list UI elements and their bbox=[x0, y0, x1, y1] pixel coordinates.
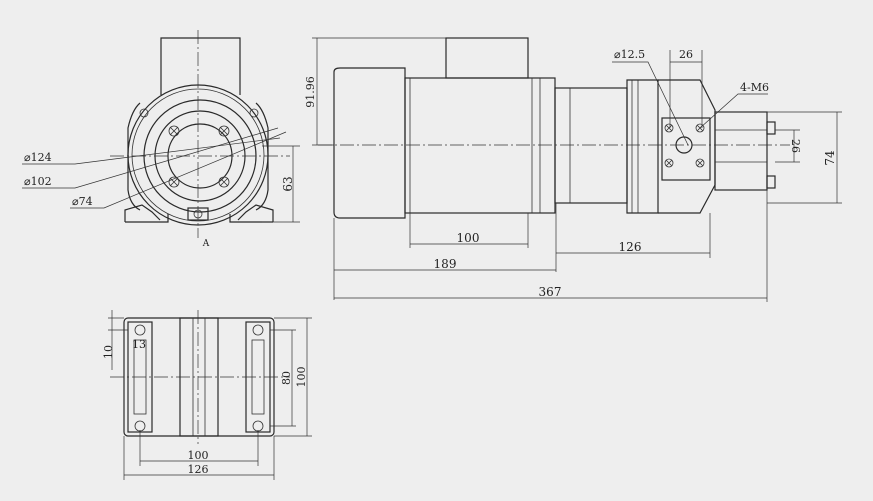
holes-4-m6-label: 4-M6 bbox=[740, 81, 769, 94]
terminal-box-outline bbox=[160, 37, 241, 95]
side-view: 91.96 100 126 189 367 ⌀12.5 26 4-M6 26 7… bbox=[304, 37, 842, 302]
left-fin-band bbox=[127, 102, 141, 211]
dim-100-lines bbox=[409, 213, 529, 248]
pump-port-block bbox=[661, 117, 711, 181]
outlet-nub-top bbox=[766, 121, 776, 135]
dim-189-lines bbox=[333, 218, 557, 300]
dim-26-vertical-lines bbox=[775, 129, 800, 163]
leader-124 bbox=[22, 137, 281, 165]
right-lifting-eye bbox=[249, 108, 259, 118]
front-view: ⌀124 ⌀102 ⌀74 63 A bbox=[22, 30, 300, 249]
outlet-block bbox=[714, 111, 768, 191]
dim-100-vertical-lines bbox=[274, 317, 312, 437]
section-mark-a: A bbox=[202, 239, 210, 249]
dim-126-label: 126 bbox=[619, 240, 642, 254]
dia-102-label: ⌀102 bbox=[24, 175, 52, 188]
fan-cover bbox=[333, 67, 406, 219]
dim-100-horizontal-label: 100 bbox=[188, 449, 209, 462]
dim-126-base-label: 126 bbox=[188, 463, 209, 476]
dim-91-96-lines bbox=[312, 37, 446, 146]
dia-12-5-label: ⌀12.5 bbox=[614, 48, 645, 61]
dim-26-top-label: 26 bbox=[679, 48, 693, 61]
pump-port-holes bbox=[664, 123, 705, 168]
dim-63-label: 63 bbox=[281, 176, 295, 191]
motor-body bbox=[404, 77, 556, 214]
leader-4-m6 bbox=[699, 93, 768, 129]
dim-80-label: 80 bbox=[280, 371, 293, 385]
outlet-nub-bottom bbox=[766, 175, 776, 189]
leader-12-5 bbox=[612, 61, 689, 146]
front-bolt-holes bbox=[168, 125, 230, 188]
right-fin-band bbox=[255, 102, 269, 211]
leader-74 bbox=[70, 131, 287, 209]
right-foot bbox=[229, 204, 274, 223]
dim-10-label: 10 bbox=[102, 345, 115, 359]
dim-63-lines bbox=[262, 145, 300, 223]
dim-367-lines bbox=[334, 190, 768, 302]
dim-10-lines bbox=[108, 310, 128, 370]
outer-housing-inner bbox=[131, 88, 265, 222]
dim-126-lines bbox=[555, 203, 711, 258]
dim-91-96-label: 91.96 bbox=[304, 76, 317, 108]
base-view: 10 13 80 100 100 126 bbox=[102, 310, 312, 480]
left-lifting-eye bbox=[139, 108, 149, 118]
left-foot bbox=[124, 204, 169, 223]
dim-26-vertical-label: 26 bbox=[789, 139, 802, 153]
dim-126-base-lines bbox=[123, 436, 275, 480]
dia-74-label: ⌀74 bbox=[72, 195, 93, 208]
dim-100-horizontal-lines bbox=[139, 430, 259, 466]
dia-124-label: ⌀124 bbox=[24, 151, 52, 164]
dim-74-lines bbox=[715, 111, 842, 204]
side-terminal-box bbox=[445, 37, 529, 79]
dim-100-vertical-label: 100 bbox=[295, 367, 308, 388]
dim-13-label: 13 bbox=[132, 338, 146, 351]
dim-26-top-lines bbox=[669, 50, 703, 128]
dim-80-lines bbox=[270, 329, 296, 427]
coupling-housing bbox=[554, 87, 628, 204]
base-mounting-holes bbox=[134, 324, 264, 432]
dim-100-label: 100 bbox=[457, 231, 480, 245]
dim-367-label: 367 bbox=[539, 285, 562, 299]
leader-102 bbox=[22, 127, 279, 189]
dim-189-label: 189 bbox=[434, 257, 457, 271]
dim-74-label: 74 bbox=[823, 150, 837, 166]
